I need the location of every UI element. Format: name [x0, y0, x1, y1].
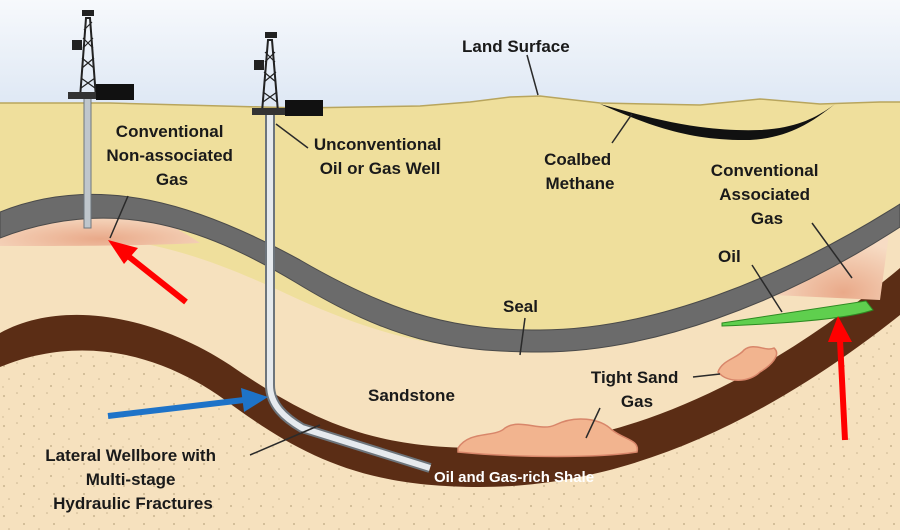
tight-sand-gas-blob-large [457, 418, 639, 458]
shale-layer [0, 268, 900, 487]
coalbed-seam [600, 104, 835, 141]
shale-label: Oil and Gas-rich Shale [434, 469, 594, 486]
drilling-rig-icon [252, 32, 323, 116]
red-arrow-nonassociated [108, 240, 188, 305]
coalbed-methane-label: Coalbed Methane [544, 150, 616, 193]
leader-unconventional-well [275, 123, 309, 149]
leader-coalbed [611, 113, 633, 144]
oil-label: Oil [718, 247, 741, 266]
sandstone-label: Sandstone [368, 386, 455, 405]
land-surface-label: Land Surface [462, 37, 570, 56]
leader-tight-sand-small [692, 373, 721, 378]
nonassociated-gas-label: Conventional Non-associated Gas [106, 122, 237, 189]
unconventional-well-label: Unconventional Oil or Gas Well [314, 135, 446, 178]
leader-tight-sand-large [585, 407, 601, 439]
sky [0, 0, 900, 110]
lateral-wellbore-label: Lateral Wellbore with Multi-stage Hydrau… [45, 446, 220, 513]
leader-associated-gas [811, 222, 853, 279]
red-arrow-associated [828, 316, 852, 441]
leader-lateral-wellbore [249, 424, 321, 456]
associated-gas-label: Conventional Associated Gas [711, 161, 823, 228]
lower-sandstone [0, 310, 900, 530]
tight-sand-gas-blob-small [717, 346, 778, 381]
conventional-wellbore [83, 97, 92, 229]
blue-arrow-lateral [107, 388, 268, 419]
leader-seal [519, 317, 526, 356]
seal-label: Seal [503, 297, 538, 316]
seal-layer [0, 193, 900, 353]
leader-nonassociated-gas [109, 195, 129, 239]
oil-pocket [721, 300, 874, 327]
tight-sand-gas-label: Tight Sand Gas [591, 368, 683, 411]
leader-oil [751, 264, 783, 313]
drilling-rig-icon [68, 10, 134, 100]
leader-land-surface [526, 54, 539, 96]
